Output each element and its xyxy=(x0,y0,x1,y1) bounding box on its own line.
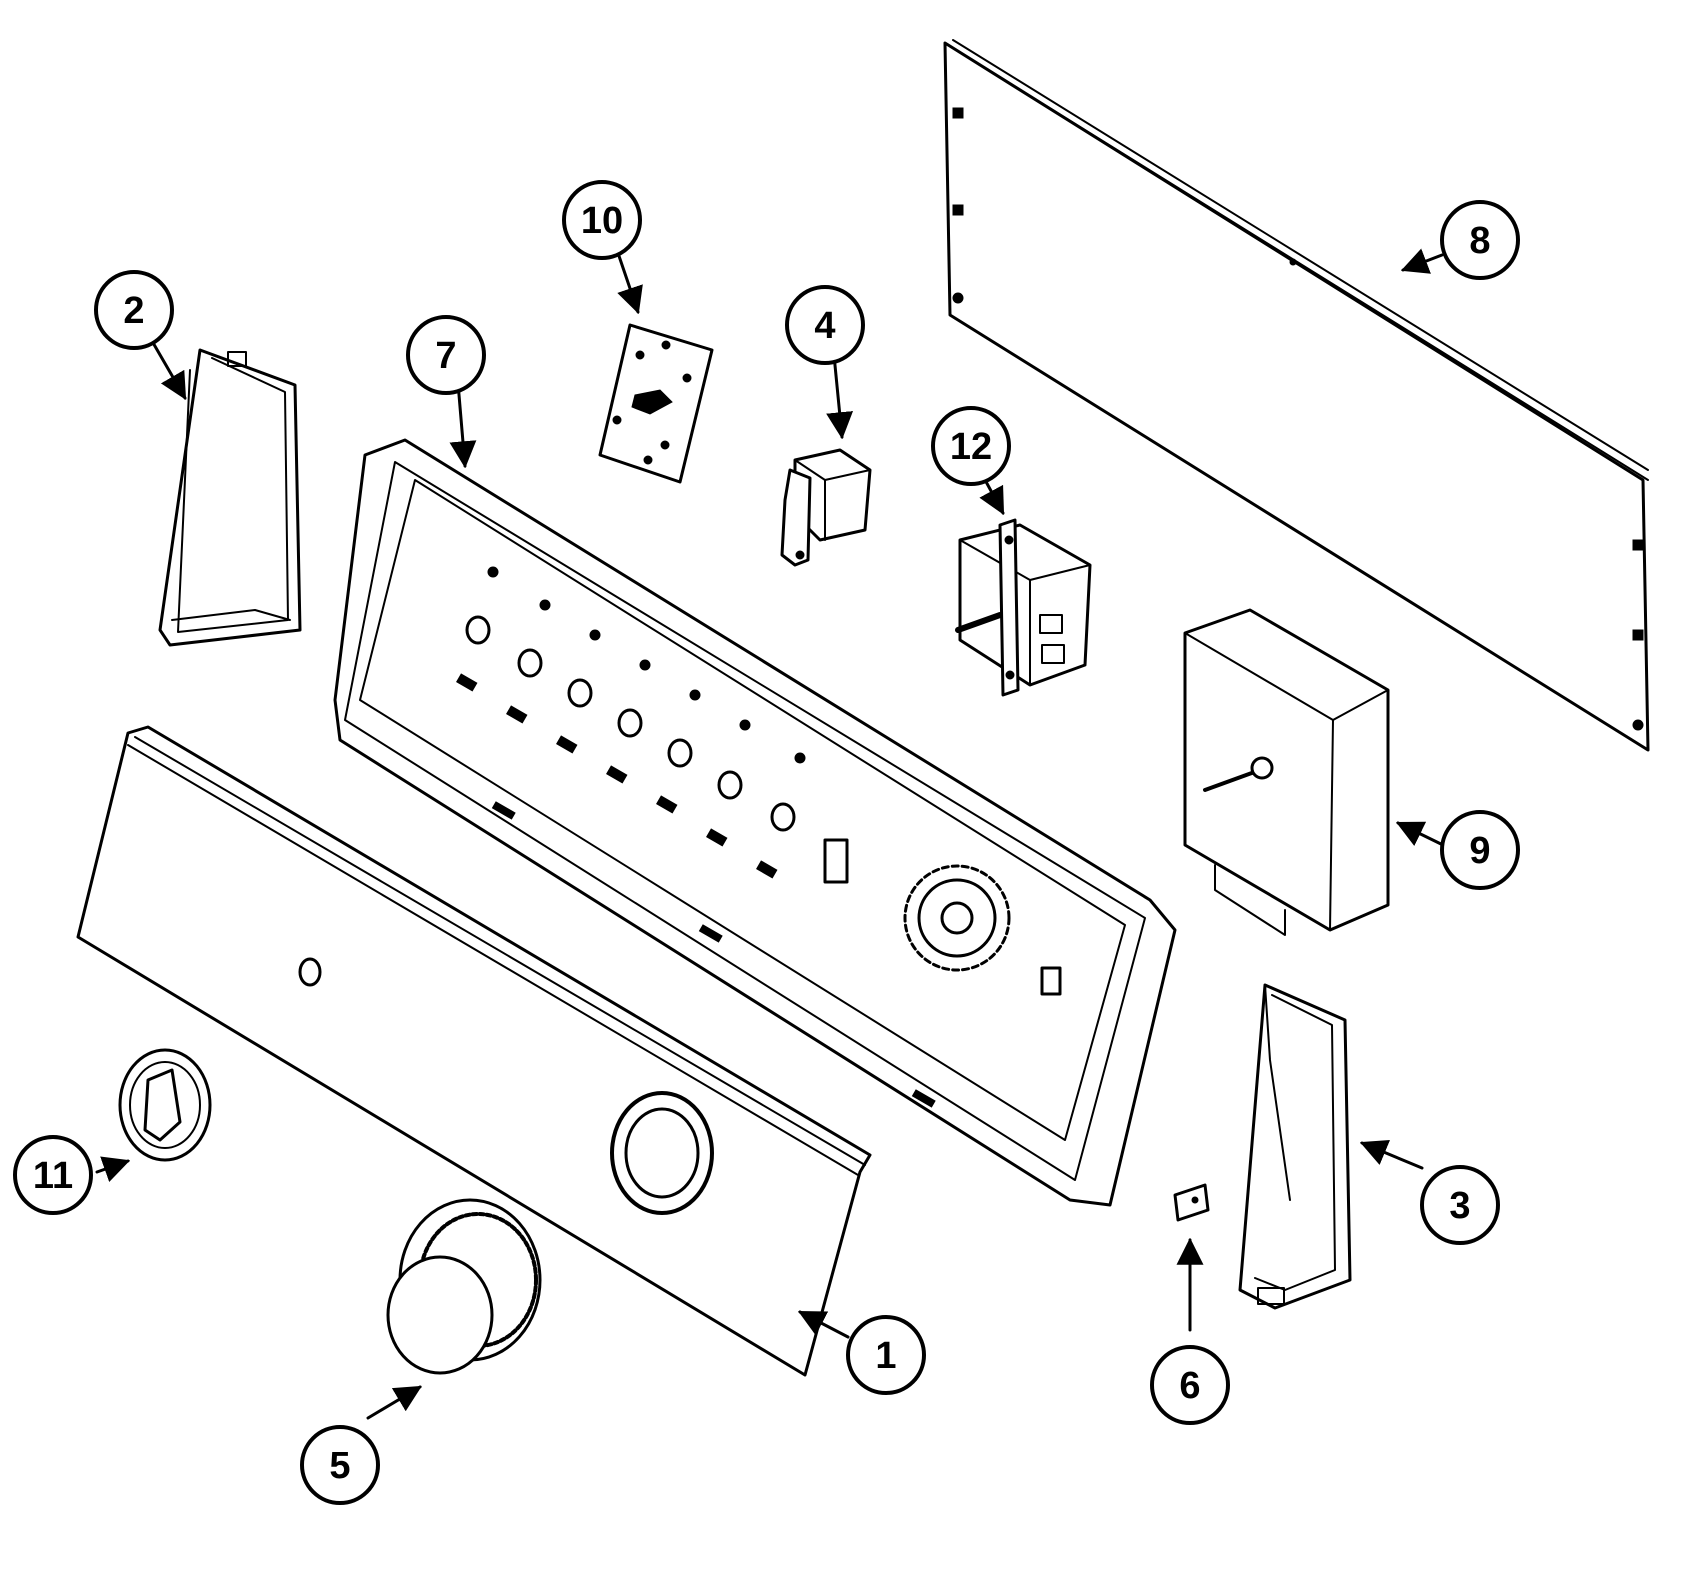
callout-8: 8 xyxy=(1440,200,1520,280)
part-3-right-end-cap xyxy=(1238,983,1352,1310)
callout-7-label: 7 xyxy=(435,335,456,377)
part-2-left-end-cap xyxy=(158,348,302,647)
callout-5-label: 5 xyxy=(329,1445,350,1487)
callout-1-label: 1 xyxy=(875,1335,896,1377)
part-9-timer-box xyxy=(1183,608,1390,936)
callout-4-label: 4 xyxy=(814,305,835,347)
part-7-control-console xyxy=(333,438,1177,1207)
part-8-back-panel xyxy=(943,39,1650,752)
callout-12: 12 xyxy=(931,406,1011,486)
part-10-bracket-plate xyxy=(598,323,714,484)
callout-2-label: 2 xyxy=(123,290,144,332)
part-6-clip xyxy=(1173,1183,1210,1222)
callout-2: 2 xyxy=(94,270,174,350)
callout-7: 7 xyxy=(406,315,486,395)
callout-11-label: 11 xyxy=(33,1155,73,1197)
part-4-switch xyxy=(780,448,872,567)
callout-9: 9 xyxy=(1440,810,1520,890)
callout-4: 4 xyxy=(785,285,865,365)
callout-8-label: 8 xyxy=(1469,220,1490,262)
part-1-front-fascia xyxy=(76,725,936,1377)
part-5-large-knob xyxy=(386,1198,542,1375)
callout-3: 3 xyxy=(1420,1165,1500,1245)
callout-3-label: 3 xyxy=(1449,1185,1470,1227)
callout-11: 11 xyxy=(13,1135,93,1215)
callout-10: 10 xyxy=(562,180,642,260)
leader-lines xyxy=(95,248,1445,1420)
callout-6-label: 6 xyxy=(1179,1365,1200,1407)
callout-5: 5 xyxy=(300,1425,380,1505)
callout-12-label: 12 xyxy=(950,426,992,468)
part-11-small-knob xyxy=(118,1048,212,1162)
callout-6: 6 xyxy=(1150,1345,1230,1425)
part-12-selector-switch xyxy=(955,518,1092,697)
callout-10-label: 10 xyxy=(581,200,623,242)
callout-1: 1 xyxy=(846,1315,926,1395)
callout-9-label: 9 xyxy=(1469,830,1490,872)
